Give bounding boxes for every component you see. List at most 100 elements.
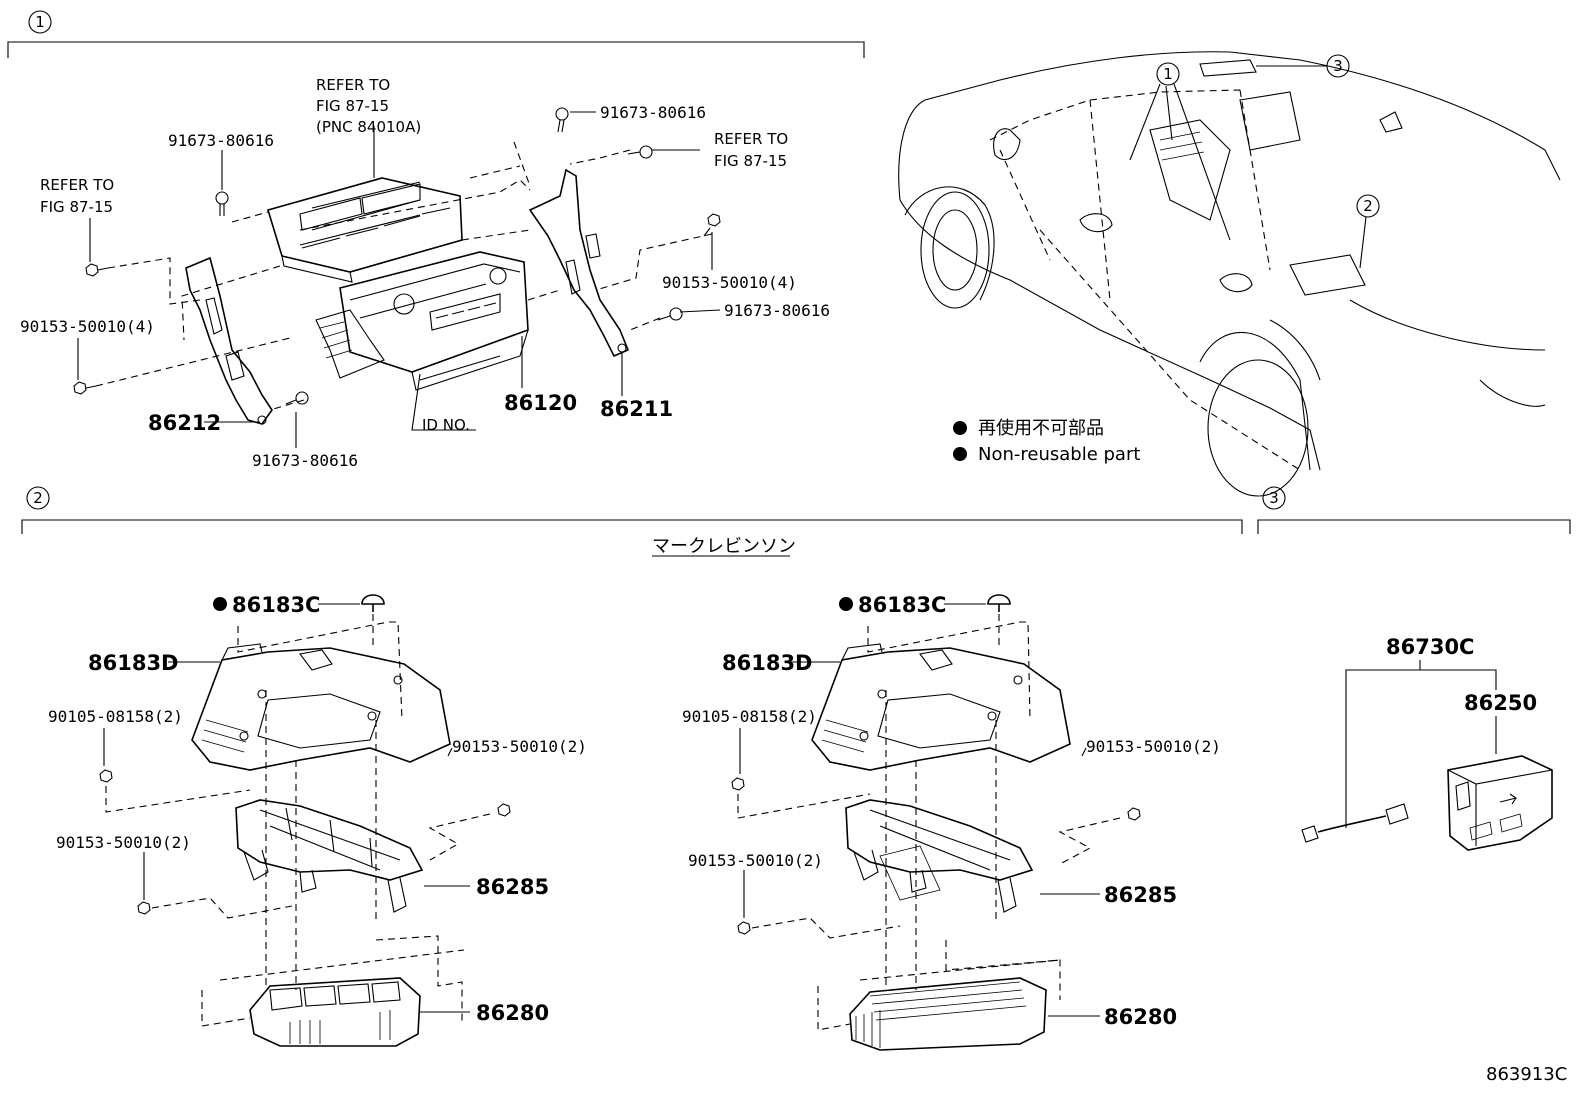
cover-86183d-left: [191, 647, 451, 771]
label-cover-right: 86183D: [722, 651, 813, 675]
refer-top-line1: REFER TO: [316, 76, 390, 94]
dashboard-center: [1149, 119, 1231, 221]
car-callout-3: 3: [1333, 57, 1343, 75]
screw-icon: [215, 191, 229, 216]
label-bolt-right: 90153-50010(4): [662, 273, 797, 292]
car-roof-outline: [898, 51, 1561, 201]
car-callout-2: 2: [1363, 197, 1373, 215]
label-amplifier-left: 86280: [476, 1001, 549, 1025]
bolt-icon: [731, 777, 745, 791]
section-2-bracket: [21, 519, 1243, 534]
label-id-no: ID NO.: [422, 416, 470, 434]
label-bolt-c-right: 90153-50010(2): [688, 851, 823, 870]
legend-bullet-icon: [953, 447, 967, 461]
bolt-icon: [737, 921, 751, 935]
cable-86730c: [1317, 815, 1387, 833]
alignment-lines: [95, 141, 713, 411]
label-amplifier-right: 86280: [1104, 1005, 1177, 1029]
bolt-icon: [137, 901, 151, 915]
section-1-number: 1: [35, 13, 45, 31]
car-body-outline: [899, 199, 1321, 471]
label-screw-bottom: 91673-80616: [252, 451, 358, 470]
rear-wheel-arch: [1199, 331, 1311, 471]
car-callout-1: 1: [1163, 65, 1173, 83]
bolt-icon: [703, 213, 721, 237]
refer-left-line2: FIG 87-15: [40, 198, 113, 216]
bolt-icon: [99, 769, 113, 783]
overhead-module: [1199, 59, 1257, 77]
non-reusable-bullet-icon: [839, 597, 853, 611]
bracket-86212-shape: [185, 256, 273, 425]
figure-id: 863913C: [1486, 1064, 1567, 1085]
label-module-86250: 86250: [1464, 691, 1537, 715]
section-1-bracket: [7, 41, 865, 58]
bolt-icon: [73, 381, 97, 395]
label-bolt-a-right: 90105-08158(2): [682, 707, 817, 726]
door-handles: [1079, 213, 1253, 293]
label-bolt-c-left: 90153-50010(2): [56, 833, 191, 852]
bolt-icon: [85, 263, 109, 277]
legend-bullet-icon: [953, 421, 967, 435]
cable-connector-b: [1385, 803, 1409, 825]
car-callout-2-marker: [1356, 194, 1380, 218]
refer-top-line2: FIG 87-15: [316, 97, 389, 115]
refer-left-line1: REFER TO: [40, 176, 114, 194]
label-bracket-right: 86285: [1104, 883, 1177, 907]
legend-note-ja: 再使用不可部品: [978, 418, 1104, 439]
section-3: 3 86730C 86250: [1257, 486, 1571, 851]
refer-right-line1: REFER TO: [714, 130, 788, 148]
label-bolt-a-left: 90105-08158(2): [48, 707, 183, 726]
section-1-marker: [28, 10, 52, 34]
bracket-86285-left: [235, 799, 424, 881]
clip-icon: [361, 594, 385, 612]
section-3-bracket: [1257, 519, 1571, 534]
instrument-cluster: [1239, 91, 1301, 151]
amp-assembly-right: 86183C 86183D 90105-08158(2) 90153-50010…: [682, 593, 1221, 1051]
label-bracket-left: 86285: [476, 875, 549, 899]
leader-lines: [77, 111, 721, 448]
legend-note-en: Non-reusable part: [978, 444, 1140, 465]
module-86250-shape: [1447, 755, 1553, 851]
rear-wheel: [1207, 359, 1309, 497]
amplifier-86280-left: [249, 977, 421, 1047]
label-bolt-b-right: 90153-50010(2): [1086, 737, 1221, 756]
label-bracket-86211: 86211: [600, 397, 673, 421]
label-bracket-86212: 86212: [148, 411, 221, 435]
arrow-icon: [1499, 793, 1517, 805]
section-2: 2 マークレビンソン 86183C: [21, 486, 1243, 1051]
section-1: 1: [7, 10, 865, 470]
label-screw-mid-right: 91673-80616: [724, 301, 830, 320]
label-radio-86120: 86120: [504, 391, 577, 415]
bracket-86285-right: [845, 799, 1034, 881]
screw-icon: [627, 145, 653, 159]
refer-top-line3: (PNC 84010A): [316, 118, 421, 136]
front-wheel: [920, 191, 990, 309]
label-cover-left: 86183D: [88, 651, 179, 675]
cover-86183d-right: [811, 647, 1071, 771]
label-assembly-86730c: 86730C: [1386, 635, 1474, 659]
label-screw-top-left: 91673-80616: [168, 131, 274, 150]
screw-icon: [657, 307, 683, 321]
refer-right-line2: FIG 87-15: [714, 152, 787, 170]
control-panel-shape: [266, 177, 463, 273]
amp-assembly-left: 86183C 86183D: [48, 593, 587, 1047]
section-3-marker: [1262, 486, 1286, 510]
section-2-marker: [26, 486, 50, 510]
alignment-lines-left: [105, 614, 491, 1027]
screw-icon: [555, 107, 569, 133]
front-wheel-arch: [904, 186, 995, 301]
label-bolt-b-left: 90153-50010(2): [452, 737, 587, 756]
car-view: 1 3 2 再使用不可部品 Non-reusable part: [898, 51, 1561, 497]
non-reusable-bullet-icon: [213, 597, 227, 611]
bolt-icon: [497, 803, 511, 817]
radio-chassis-shape: [315, 309, 385, 379]
clip-icon: [987, 594, 1011, 612]
section-2-subtitle: マークレビンソン: [652, 536, 796, 557]
bolt-icon: [1127, 807, 1141, 821]
side-mirror: [993, 128, 1021, 160]
label-clip-right: 86183C: [858, 593, 946, 617]
label-bolt-left: 90153-50010(4): [20, 317, 155, 336]
bracket-86211-shape: [528, 168, 630, 358]
car-callout-1-marker: [1156, 62, 1180, 86]
